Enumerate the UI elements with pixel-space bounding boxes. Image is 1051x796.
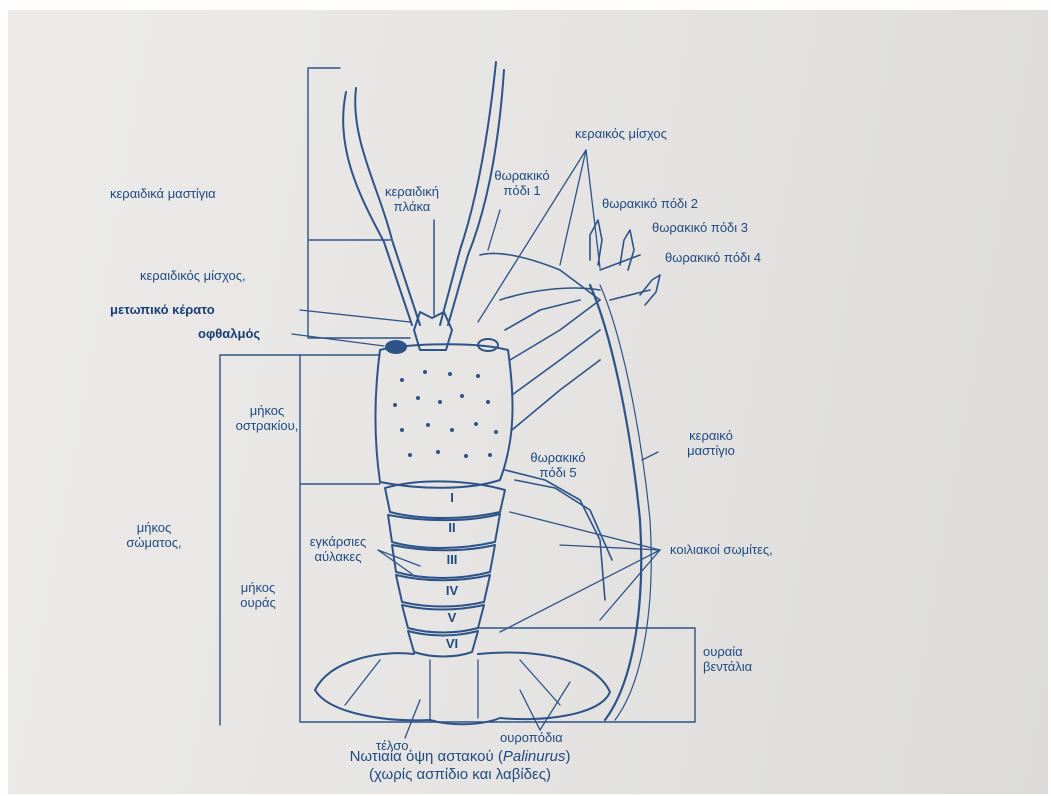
- long-antenna-flagellum: [590, 285, 641, 720]
- caption-prefix: Νωτιαία όψη αστακού (: [350, 748, 503, 765]
- label-pointers: [292, 150, 660, 738]
- label-uropods: ουροπόδια: [500, 730, 563, 745]
- label-eye: οφθαλμός: [198, 326, 260, 341]
- label-carapace-length: μήκος οστρακίου,: [232, 403, 302, 433]
- label-tail-length: μήκος ουράς: [228, 580, 288, 610]
- label-antenna-flagellum: κεραικό μαστίγιο: [676, 428, 746, 458]
- label-antennule-base: κεραιδικός μίσχος,: [140, 268, 246, 283]
- figure-caption-line-2: (χωρίς ασπίδιο και λαβίδες): [270, 766, 650, 783]
- segment-label: I: [450, 490, 454, 505]
- label-rostrum: μετωπικό κέρατο: [110, 302, 215, 317]
- abdomen: [385, 481, 505, 656]
- label-tail-fan: ουραία βεντάλια: [703, 644, 763, 674]
- label-thoracic-leg-5: θωρακικό πόδι 5: [528, 450, 588, 480]
- label-thoracic-leg-3: θωρακικό πόδι 3: [652, 220, 748, 235]
- segment-label: II: [448, 520, 455, 535]
- caption-genus: Palinurus: [503, 748, 566, 765]
- caption-suffix: ): [565, 748, 570, 765]
- label-thoracic-leg-1: θωρακικό πόδι 1: [492, 168, 552, 198]
- label-thoracic-leg-4: θωρακικό πόδι 4: [665, 250, 761, 265]
- label-abdominal-segments: κοιλιακοί σωμίτες,: [670, 542, 773, 557]
- label-transverse-grooves: εγκάρσιες αύλακες: [300, 534, 376, 564]
- label-body-length: μήκος σώματος,: [116, 520, 192, 550]
- segment-label: IV: [446, 583, 459, 598]
- carapace-spines: [393, 370, 498, 458]
- measurement-brackets: [220, 68, 695, 725]
- label-antenna-flagella: κεραιδικά μαστίγια: [110, 186, 216, 201]
- figure-caption-line-1: Νωτιαία όψη αστακού (Palinurus): [270, 748, 650, 765]
- label-antenna-base: κεραικός μίσχος: [575, 126, 667, 141]
- segment-label: V: [448, 610, 457, 625]
- segment-label: III: [447, 552, 458, 567]
- label-thoracic-leg-2: θωρακικό πόδι 2: [602, 196, 698, 211]
- label-antennule-plate: κεραιδική πλάκα: [372, 184, 452, 214]
- carapace: [376, 344, 513, 488]
- segment-label: VI: [446, 636, 458, 651]
